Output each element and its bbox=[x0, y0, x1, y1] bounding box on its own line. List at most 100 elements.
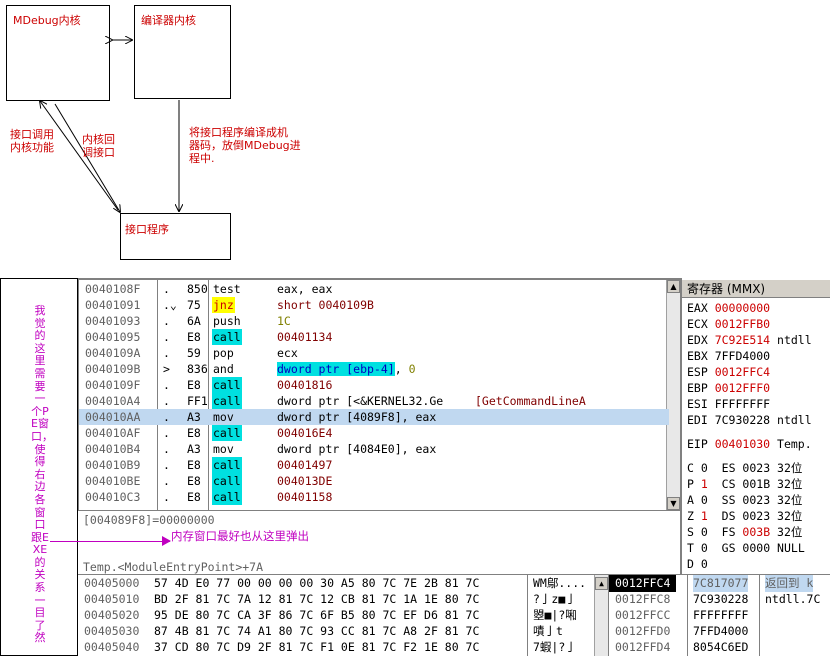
row-marker: . bbox=[163, 314, 170, 328]
register-row[interactable]: ESI FFFFFFFF bbox=[687, 397, 771, 411]
row-mnemonic: call bbox=[212, 393, 242, 409]
register-row[interactable]: EBP 0012FFF0 bbox=[687, 381, 771, 395]
row-hex: E8 bbox=[187, 458, 201, 472]
side-note-text: 我觉的这里需要一个PE窗口，使得右边各窗口跟EXE的关系一目了然 bbox=[31, 304, 53, 645]
stack-address: 0012FFD4 bbox=[615, 640, 671, 654]
stack-row[interactable]: 0012FFD0 7FFD4000 bbox=[609, 623, 830, 640]
register-row[interactable]: EDX 7C92E514 ntdll bbox=[687, 333, 812, 347]
row-hex: 6A bbox=[187, 314, 201, 328]
dump-scrollbar[interactable]: ▲ bbox=[594, 575, 608, 656]
row-operand: 004016E4 bbox=[277, 426, 333, 440]
dump-scroll-up-icon[interactable]: ▲ bbox=[595, 577, 608, 590]
dump-address: 00405020 bbox=[84, 608, 140, 622]
mdebug-core-box: MDebug内核 bbox=[6, 5, 110, 101]
row-mnemonic: pop bbox=[213, 346, 234, 360]
flag-row[interactable]: A 0 SS 0023 32位 bbox=[687, 493, 803, 507]
scroll-down-icon[interactable]: ▼ bbox=[667, 497, 680, 510]
row-operand: 004013DE bbox=[277, 474, 333, 488]
info-pane: [004089F8]=00000000 内存窗口最好也从这里弹出 Temp.<M… bbox=[50, 510, 680, 574]
row-address: 00401093 bbox=[85, 314, 141, 328]
register-row[interactable]: EAX 00000000 bbox=[687, 301, 771, 315]
row-hex: A3 bbox=[187, 410, 201, 424]
scroll-up-icon[interactable]: ▲ bbox=[667, 280, 680, 293]
register-row[interactable]: EDI 7C930228 ntdll bbox=[687, 413, 812, 427]
row-operand: dword ptr [4089F8], eax bbox=[277, 410, 437, 424]
row-hex: E8 bbox=[187, 490, 201, 504]
flag-row[interactable]: S 0 FS 003B 32位 bbox=[687, 525, 803, 539]
stack-comment: ntdll.7C bbox=[765, 592, 821, 606]
arrow-interface-to-mdebug bbox=[40, 101, 119, 211]
row-operand: 00401497 bbox=[277, 458, 333, 472]
row-address: 00401095 bbox=[85, 330, 141, 344]
flag-row[interactable]: D 0 bbox=[687, 557, 708, 571]
row-address: 0040109A bbox=[85, 346, 141, 360]
stack-address: 0012FFD0 bbox=[615, 624, 671, 638]
register-row[interactable]: ESP 0012FFC4 bbox=[687, 365, 771, 379]
stack-value: FFFFFFFF bbox=[693, 608, 749, 622]
row-mnemonic: test bbox=[213, 282, 241, 296]
row-marker: . bbox=[163, 282, 170, 296]
row-comment: [GetCommandLineA bbox=[475, 394, 586, 408]
diagram-arrows bbox=[0, 0, 330, 270]
dump-row[interactable]: 00405010 BD 2F 81 7C 7A 12 81 7C 12 CB 81… bbox=[78, 591, 593, 607]
stack-value: 7FFD4000 bbox=[693, 624, 749, 638]
dump-hex: BD 2F 81 7C 7A 12 81 7C 12 CB 81 7C 1A 1… bbox=[154, 592, 480, 606]
register-row[interactable]: EBX 7FFD4000 bbox=[687, 349, 771, 363]
flag-row[interactable]: C 0 ES 0023 32位 bbox=[687, 461, 803, 475]
mdebug-core-label: MDebug内核 bbox=[13, 14, 81, 27]
row-marker: . bbox=[163, 346, 170, 360]
interface-program-label: 接口程序 bbox=[125, 223, 169, 236]
row-operand: 1C bbox=[277, 314, 291, 328]
row-mnemonic: jnz bbox=[212, 297, 235, 313]
row-hex: E8 bbox=[187, 378, 201, 392]
row-marker: . bbox=[163, 474, 170, 488]
row-operand: short 0040109B bbox=[277, 298, 374, 312]
dump-ascii: 嘖亅t bbox=[533, 624, 563, 638]
flag-row[interactable]: T 0 GS 0000 NULL bbox=[687, 541, 805, 555]
arrow-mdebug-to-interface bbox=[54, 103, 120, 212]
dump-ascii: WM鄔.... bbox=[533, 576, 587, 590]
row-marker: . bbox=[163, 394, 170, 408]
dump-address: 00405010 bbox=[84, 592, 140, 606]
flag-row[interactable]: Z 1 DS 0023 32位 bbox=[687, 509, 803, 523]
row-mnemonic: call bbox=[212, 425, 242, 441]
row-hex: E8 bbox=[187, 426, 201, 440]
row-mnemonic: mov bbox=[213, 410, 234, 424]
dump-ascii: 7蝦|?亅 bbox=[533, 640, 577, 654]
row-hex: E8 bbox=[187, 330, 201, 344]
row-marker: . bbox=[163, 442, 170, 456]
compiler-core-label: 编译器内核 bbox=[141, 14, 196, 27]
flag-row[interactable]: P 1 CS 001B 32位 bbox=[687, 477, 803, 491]
registers-title[interactable]: 寄存器 (MMX) bbox=[682, 280, 830, 298]
row-marker: . bbox=[163, 330, 170, 344]
register-eip[interactable]: EIP 00401030 Temp. bbox=[687, 437, 812, 451]
disasm-scrollbar[interactable]: ▲ ▼ bbox=[666, 280, 680, 510]
register-row[interactable]: ECX 0012FFB0 bbox=[687, 317, 771, 331]
